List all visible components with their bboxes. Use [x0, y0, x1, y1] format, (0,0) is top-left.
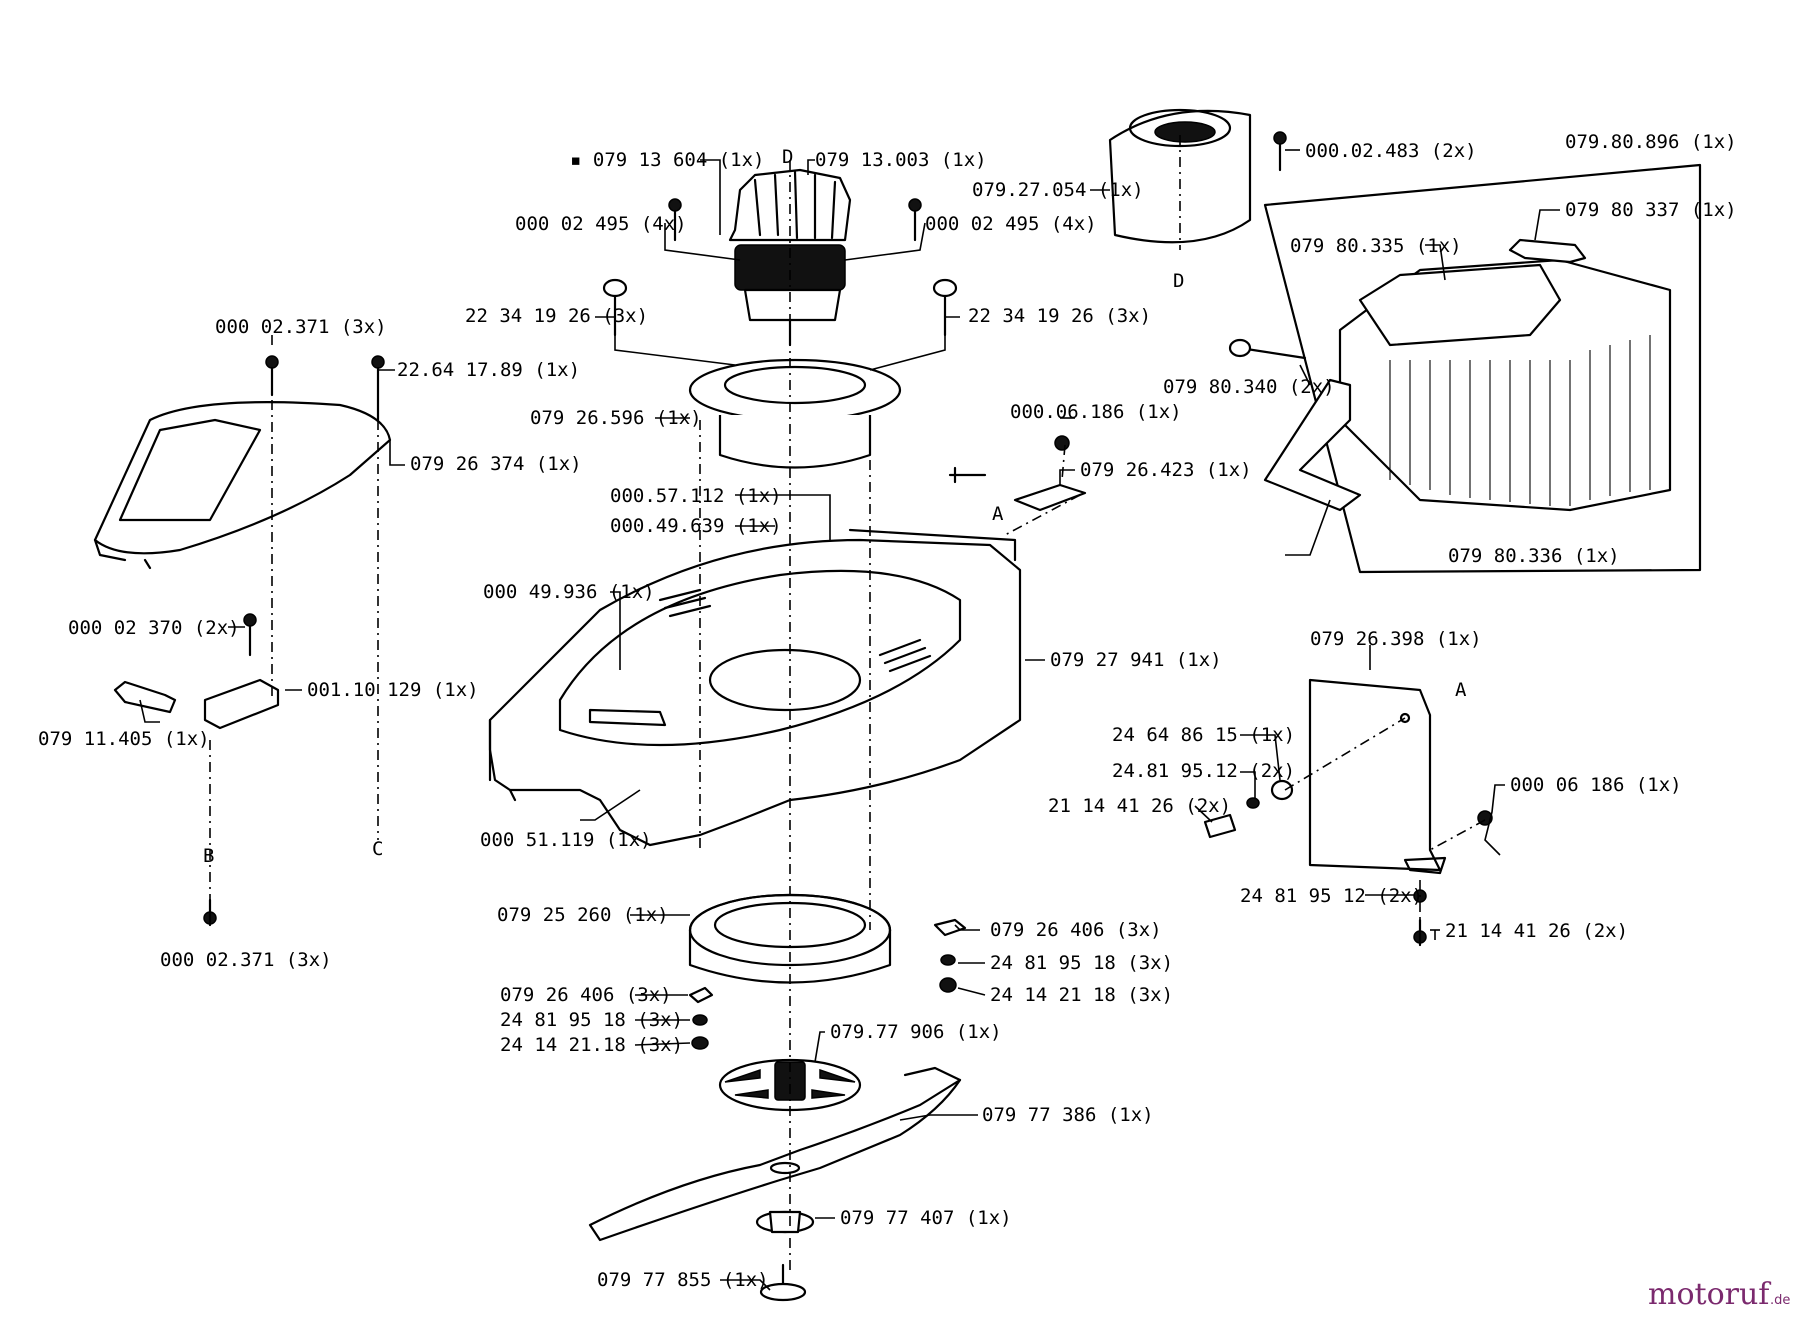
label-motor-mount: 079 26.596 (1x) [530, 407, 702, 429]
label-flap-a: A [1455, 679, 1467, 701]
label-flap-screw2: 21 14 41 26 (2x) [1445, 920, 1628, 942]
blade [588, 1066, 962, 1242]
hinge-bracket [203, 613, 280, 730]
label-ring-washer-r: 079 26 406 (3x) [990, 919, 1162, 941]
label-hinge: 001.10 129 (1x) [307, 679, 479, 701]
motor-screw-left [668, 198, 682, 242]
label-a: A [992, 503, 1004, 525]
label-ring-nut-r: 24 14 21 18 (3x) [990, 984, 1173, 1006]
cover-screw [265, 355, 279, 397]
label-ring-washer-l: 079 26 406 (3x) [500, 984, 672, 1006]
blade-bolt [759, 1263, 807, 1302]
label-flap-washer1: 24 64 86 15 (1x) [1112, 724, 1295, 746]
label-ring-washer-r2: 24 81 95 18 (3x) [990, 952, 1173, 974]
label-bottom-screw: 000 02.371 (3x) [160, 949, 332, 971]
label-c: C [372, 838, 383, 860]
mower-deck [488, 528, 1022, 847]
label-flap-screw: 21 14 41 26 (2x) [1048, 795, 1231, 817]
motor-mount [688, 358, 902, 469]
label-grassbox: 079.80.896 (1x) [1565, 131, 1737, 153]
grass-box [1228, 238, 1672, 512]
label-bolt-left: 22 34 19 26 (3x) [465, 305, 648, 327]
label-fan: 079.77 906 (1x) [830, 1021, 1002, 1043]
label-axle-pin: 079 11.405 (1x) [38, 728, 210, 750]
label-ring-nut-l: 24 14 21.18 (3x) [500, 1034, 683, 1056]
label-flap-washer3: 24 81 95 12 (2x) [1240, 885, 1423, 907]
label-ring: 079 25 260 (1x) [497, 904, 669, 926]
leader-lines [139, 149, 1560, 1291]
label-bolt-right: 22 34 19 26 (3x) [968, 305, 1151, 327]
assembly-axes [209, 135, 1486, 1270]
axle-pin [113, 680, 177, 714]
ring-hardware-right [933, 918, 967, 993]
label-blade-bolt: 079 77 855 (1x) [597, 1269, 769, 1291]
label-grassbox-bag: 079 80.336 (1x) [1448, 545, 1620, 567]
label-flap-washer2: 24.81 95.12 (2x) [1112, 760, 1295, 782]
label-blade: 079 77 386 (1x) [982, 1104, 1154, 1126]
side-bracket [948, 435, 1087, 512]
label-hood-d: D [1173, 270, 1184, 292]
label-ring-washer-l2: 24 81 95 18 (3x) [500, 1009, 683, 1031]
fan-hood [1108, 108, 1287, 244]
cover-bolt [371, 355, 385, 422]
label-bracket: 079 26.423 (1x) [1080, 459, 1252, 481]
label-b: B [203, 845, 214, 867]
label-hood-screw: 000.02.483 (2x) [1305, 140, 1477, 162]
brand-logo: motoruf .de [1648, 1277, 1790, 1312]
label-deck: 000 49.936 (1x) [483, 581, 655, 603]
label-motor: 079 13.003 (1x) [815, 149, 987, 171]
label-grassbox-lid: 079 80.335 (1x) [1290, 235, 1462, 257]
label-screw-left: 000 02 495 (4x) [515, 213, 687, 235]
label-flap: 079 26.398 (1x) [1310, 628, 1482, 650]
label-grassbox-pin: 079 80.340 (2x) [1163, 376, 1335, 398]
label-cover-screw: 000 02.371 (3x) [215, 316, 387, 338]
label-blade-hub: 079 77 407 (1x) [840, 1207, 1012, 1229]
label-screw-right: 000 02 495 (4x) [925, 213, 1097, 235]
label-cover: 079 26 374 (1x) [410, 453, 582, 475]
label-clip: 000.57.112 (1x) [610, 485, 782, 507]
label-cover-bolt: 22.64 17.89 (1x) [397, 359, 580, 381]
motor-bolt-right [932, 278, 958, 337]
bottom-screw [203, 898, 217, 927]
label-flap-nut: 000 06 186 (1x) [1510, 774, 1682, 796]
logo-brand: motoruf [1648, 1277, 1771, 1312]
grass-box-frame [1263, 163, 1702, 574]
label-motor-d: D [782, 146, 793, 168]
label-screw-small: 000 02 370 (2x) [68, 617, 240, 639]
motor-screw-right [908, 198, 922, 242]
top-cover [93, 401, 392, 570]
part-labels: ▪ 079 13 604 (1x) D 079 13.003 (1x) 000 … [38, 131, 1737, 1291]
motor-bolt-left [602, 278, 628, 337]
ring-hardware-left [688, 986, 714, 1050]
blade-hub [755, 1210, 815, 1234]
label-deck-bottom: 000 51.119 (1x) [480, 829, 652, 851]
label-fan-hood: 079.27.054 (1x) [972, 179, 1144, 201]
label-motor-marked: ▪ 079 13 604 (1x) [570, 149, 764, 171]
discharge-flap [1308, 678, 1447, 875]
label-nut-top: 000.06.186 (1x) [1010, 401, 1182, 423]
logo-tld: .de [1770, 1293, 1790, 1308]
label-grassbox-handle: 079 80 337 (1x) [1565, 199, 1737, 221]
label-housing: 079 27 941 (1x) [1050, 649, 1222, 671]
label-clip2: 000.49.639 (1x) [610, 515, 782, 537]
